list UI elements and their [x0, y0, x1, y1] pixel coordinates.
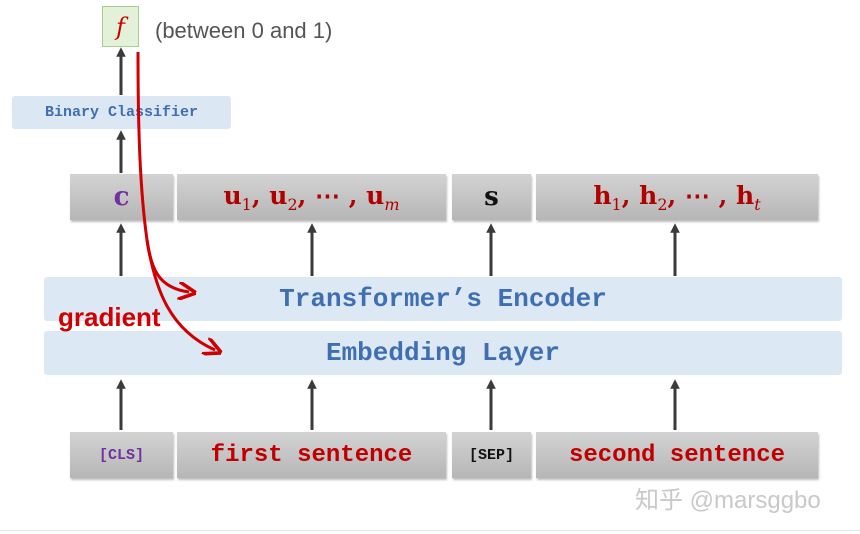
output-c-label: c [113, 182, 130, 212]
output-box-c: c [70, 174, 173, 220]
gradient-label: gradient [58, 302, 161, 332]
output-range-note: (between 0 and 1) [155, 18, 333, 43]
embedding-layer: Embedding Layer [44, 331, 842, 375]
embedding-layer-label: Embedding Layer [325, 338, 561, 368]
input-box-second: second sentence [536, 432, 818, 478]
input-box-sep: [SEP] [452, 432, 531, 478]
output-h-label: h1, h2, ⋯ , ht [593, 180, 761, 214]
output-s-label: s [484, 182, 499, 212]
watermark: 知乎 @marsggbo [635, 487, 821, 514]
input-sep-label: [SEP] [468, 446, 514, 464]
transformer-encoder-label: Transformer’s Encoder [279, 284, 607, 314]
output-u-label: u1, u2, ⋯ , um [223, 180, 400, 214]
input-box-first: first sentence [177, 432, 446, 478]
output-box-s: s [452, 174, 531, 220]
output-f-symbol: f [116, 12, 125, 41]
input-second-label: second sentence [568, 441, 786, 469]
transformer-encoder-layer: Transformer’s Encoder [44, 277, 842, 321]
output-box-h: h1, h2, ⋯ , ht [536, 174, 818, 220]
binary-classifier-label: Binary Classifier [44, 104, 199, 121]
gradient-curve-to-encoder [136, 51, 189, 292]
input-cls-label: [CLS] [98, 446, 144, 464]
binary-classifier-box: Binary Classifier [12, 96, 231, 129]
input-box-cls: [CLS] [70, 432, 173, 478]
output-f-box: f [102, 6, 139, 47]
output-box-u: u1, u2, ⋯ , um [177, 174, 446, 220]
gradient-curve-to-embedding [145, 239, 215, 350]
input-first-label: first sentence [210, 441, 413, 469]
bottom-divider [0, 530, 860, 531]
